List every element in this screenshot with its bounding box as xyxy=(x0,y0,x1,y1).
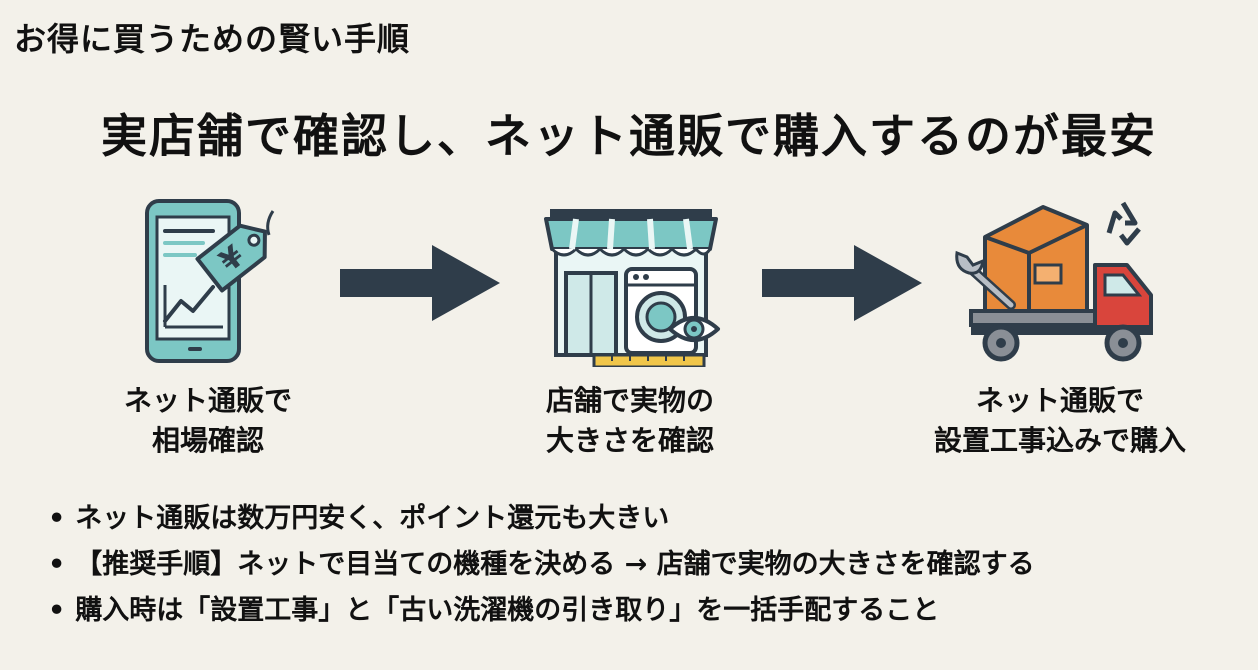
bullet-list: ネット通販は数万円安く、ポイント還元も大きい 【推奨手順】ネットで目当ての機種を… xyxy=(48,496,1035,634)
step-3-label: ネット通販で 設置工事込みで購入 xyxy=(933,384,1186,457)
store-washing-machine-eye-icon xyxy=(544,209,720,367)
wrench-icon xyxy=(955,250,1016,310)
arrow-right-icon xyxy=(340,245,500,321)
step-3: ネット通販で 設置工事込みで購入 xyxy=(900,195,1220,461)
step-2: 店舗で実物の 大きさを確認 xyxy=(470,195,790,461)
step-2-label: 店舗で実物の 大きさを確認 xyxy=(545,384,714,457)
bullet-item: 【推奨手順】ネットで目当ての機種を決める → 店舗で実物の大きさを確認する xyxy=(48,542,1034,588)
smartphone-price-tag-icon: ¥ xyxy=(145,199,275,363)
main-title: 実店舗で確認し、ネット通販で購入するのが最安 xyxy=(101,109,1157,163)
arrow-right-icon xyxy=(762,245,922,321)
bullet-item: 購入時は「設置工事」と「古い洗濯機の引き取り」を一括手配すること xyxy=(48,588,1035,634)
recycle-icon xyxy=(1106,201,1141,246)
step-1-label: ネット通販で 相場確認 xyxy=(123,384,292,457)
header-title: お得に買うための賢い手順 xyxy=(14,20,411,58)
delivery-truck-box-icon xyxy=(955,201,1153,362)
step-1: ¥ ネット通販で 相場確認 xyxy=(48,195,368,461)
bullet-item: ネット通販は数万円安く、ポイント還元も大きい xyxy=(48,496,1035,542)
